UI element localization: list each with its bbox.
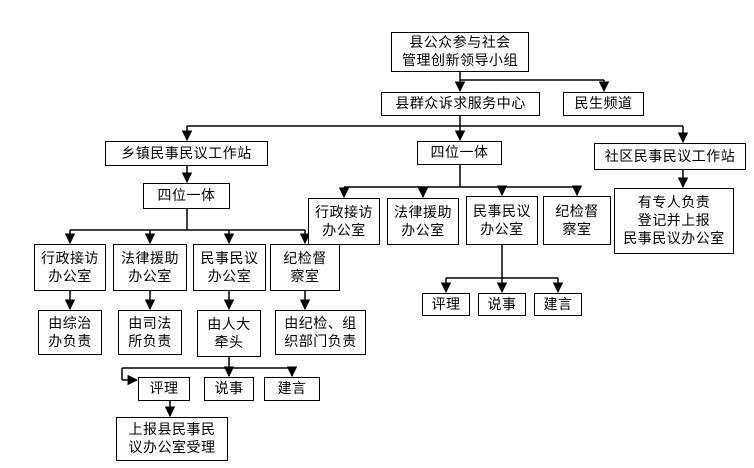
center-review-box: 评理 (422, 293, 470, 316)
left-petition-office-box: 行政接访 办公室 (34, 244, 106, 291)
left-judicial-office-box: 由司法 所负责 (118, 310, 182, 355)
left-legal-aid-office-box: 法律援助 办公室 (113, 244, 187, 291)
livelihood-channel-box: 民生频道 (563, 92, 644, 116)
left-npc-lead-box: 由人大 牵头 (197, 310, 261, 357)
left-discipline-dept-box: 由纪检、组 织部门负责 (275, 310, 366, 355)
left-review-box: 评理 (138, 377, 190, 401)
left-discipline-office-box: 纪检督 察室 (270, 244, 340, 291)
left-comprehensive-mgmt-box: 由综治 办负责 (38, 310, 102, 355)
center-legal-aid-office-box: 法律援助 办公室 (387, 198, 459, 245)
center-discipline-office-box: 纪检督 察室 (543, 196, 611, 245)
left-four-in-one-box: 四位一体 (143, 183, 230, 209)
service-center-box: 县群众诉求服务中心 (381, 92, 540, 116)
community-note-box: 有专人负责 登记并上报 民事民议办公室 (614, 188, 734, 254)
center-discuss-box: 说事 (478, 293, 526, 316)
center-petition-office-box: 行政接访 办公室 (308, 198, 380, 245)
county-leading-group-box: 县公众参与社会 管理创新领导小组 (391, 32, 529, 72)
center-civil-affairs-office-box: 民事民议 办公室 (466, 196, 538, 245)
left-discuss-box: 说事 (204, 377, 254, 401)
left-suggest-box: 建言 (264, 377, 320, 401)
left-civil-affairs-office-box: 民事民议 办公室 (193, 244, 266, 291)
center-suggest-box: 建言 (534, 293, 582, 316)
community-station-box: 社区民事民议工作站 (594, 143, 746, 170)
left-report-box: 上报县民事民 议办公室受理 (116, 417, 228, 461)
township-station-box: 乡镇民事民议工作站 (105, 141, 268, 166)
center-four-in-one-box: 四位一体 (417, 141, 502, 165)
